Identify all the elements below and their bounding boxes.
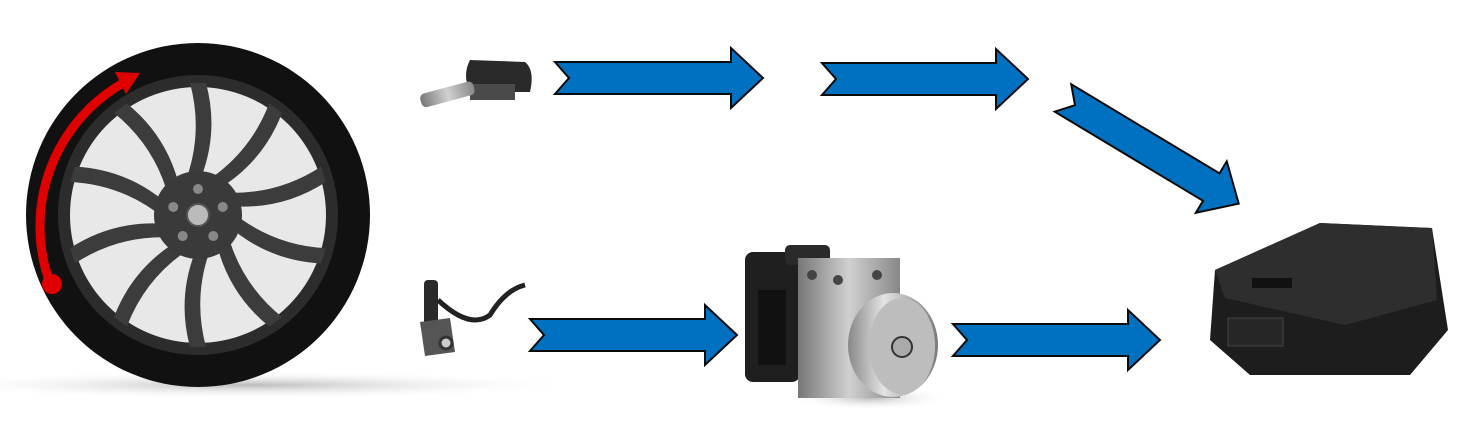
wheel-spoke <box>69 223 174 264</box>
wheel-spoke <box>184 83 212 185</box>
wheel-image <box>0 43 580 399</box>
wheel-spoke <box>204 103 283 191</box>
lug-nut <box>168 201 179 212</box>
wheel-spoke <box>113 103 181 199</box>
wheel-spoke <box>69 166 170 220</box>
wheel-spoke <box>184 245 212 347</box>
wheel-spoke <box>113 239 192 327</box>
rotation-arrow-icon <box>35 72 140 294</box>
flow-arrow-icon <box>950 307 1162 373</box>
abs-module-image <box>745 245 950 410</box>
flow-arrow-icon <box>527 302 739 368</box>
lug-nut <box>177 231 188 242</box>
wheel-speed-sensor-image <box>420 280 526 356</box>
tpms-sensor-image <box>420 60 532 108</box>
ecu-image <box>1210 223 1448 375</box>
flow-arrow-icon <box>1052 82 1240 215</box>
lug-nut <box>193 184 203 194</box>
lug-nut <box>208 231 219 242</box>
wheel-spoke <box>215 231 283 327</box>
wheel-spoke <box>226 210 327 264</box>
flow-arrow-icon <box>819 46 1030 112</box>
flow-arrow-icon <box>552 45 765 111</box>
lug-nut <box>217 201 228 212</box>
wheel-spoke <box>222 166 327 207</box>
